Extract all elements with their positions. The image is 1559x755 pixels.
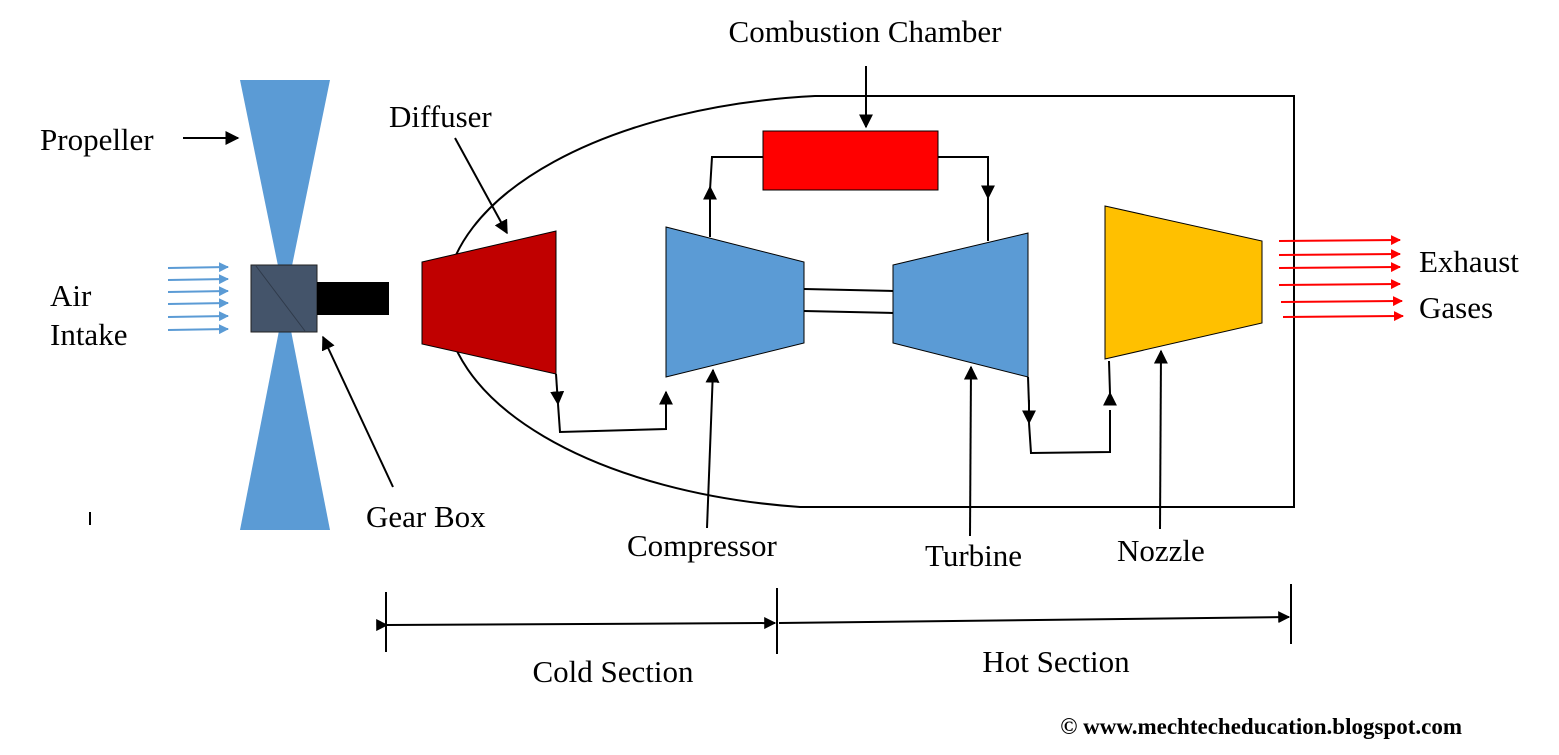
label-combustion-chamber: Combustion Chamber <box>729 14 1003 49</box>
diffuser <box>421 230 557 375</box>
section-dimension-lines <box>89 512 1292 654</box>
label-hot-section: Hot Section <box>982 644 1130 679</box>
air-intake-arrows <box>167 262 229 335</box>
label-nozzle: Nozzle <box>1117 533 1205 568</box>
propeller-overlap-line <box>255 265 306 332</box>
label-cold-section: Cold Section <box>532 654 694 689</box>
label-gear-box: Gear Box <box>366 499 486 534</box>
drive-shaft <box>317 282 389 315</box>
exhaust-arrows <box>1278 235 1404 322</box>
label-compressor: Compressor <box>627 528 778 563</box>
turbine <box>892 232 1029 378</box>
combustion-chamber <box>762 130 939 191</box>
label-diffuser: Diffuser <box>389 99 492 134</box>
turbine-shaft-bottom <box>803 310 894 314</box>
turbine-shaft-top <box>803 288 894 292</box>
leader-arrows <box>183 66 1168 537</box>
label-turbine: Turbine <box>925 538 1022 573</box>
label-propeller: Propeller <box>40 122 154 157</box>
label-intake: Intake <box>50 317 127 352</box>
propeller-blade-top <box>240 80 330 300</box>
copyright-notice: © www.mechtecheducation.blogspot.com <box>1060 714 1462 739</box>
label-exhaust: Exhaust <box>1419 244 1519 279</box>
compressor <box>665 226 805 378</box>
nozzle <box>1104 205 1263 360</box>
flow-lines <box>550 156 1117 455</box>
label-air: Air <box>50 278 92 313</box>
propeller-blade-bottom <box>240 300 330 530</box>
label-gases: Gases <box>1419 290 1493 325</box>
gear-box <box>250 264 318 333</box>
